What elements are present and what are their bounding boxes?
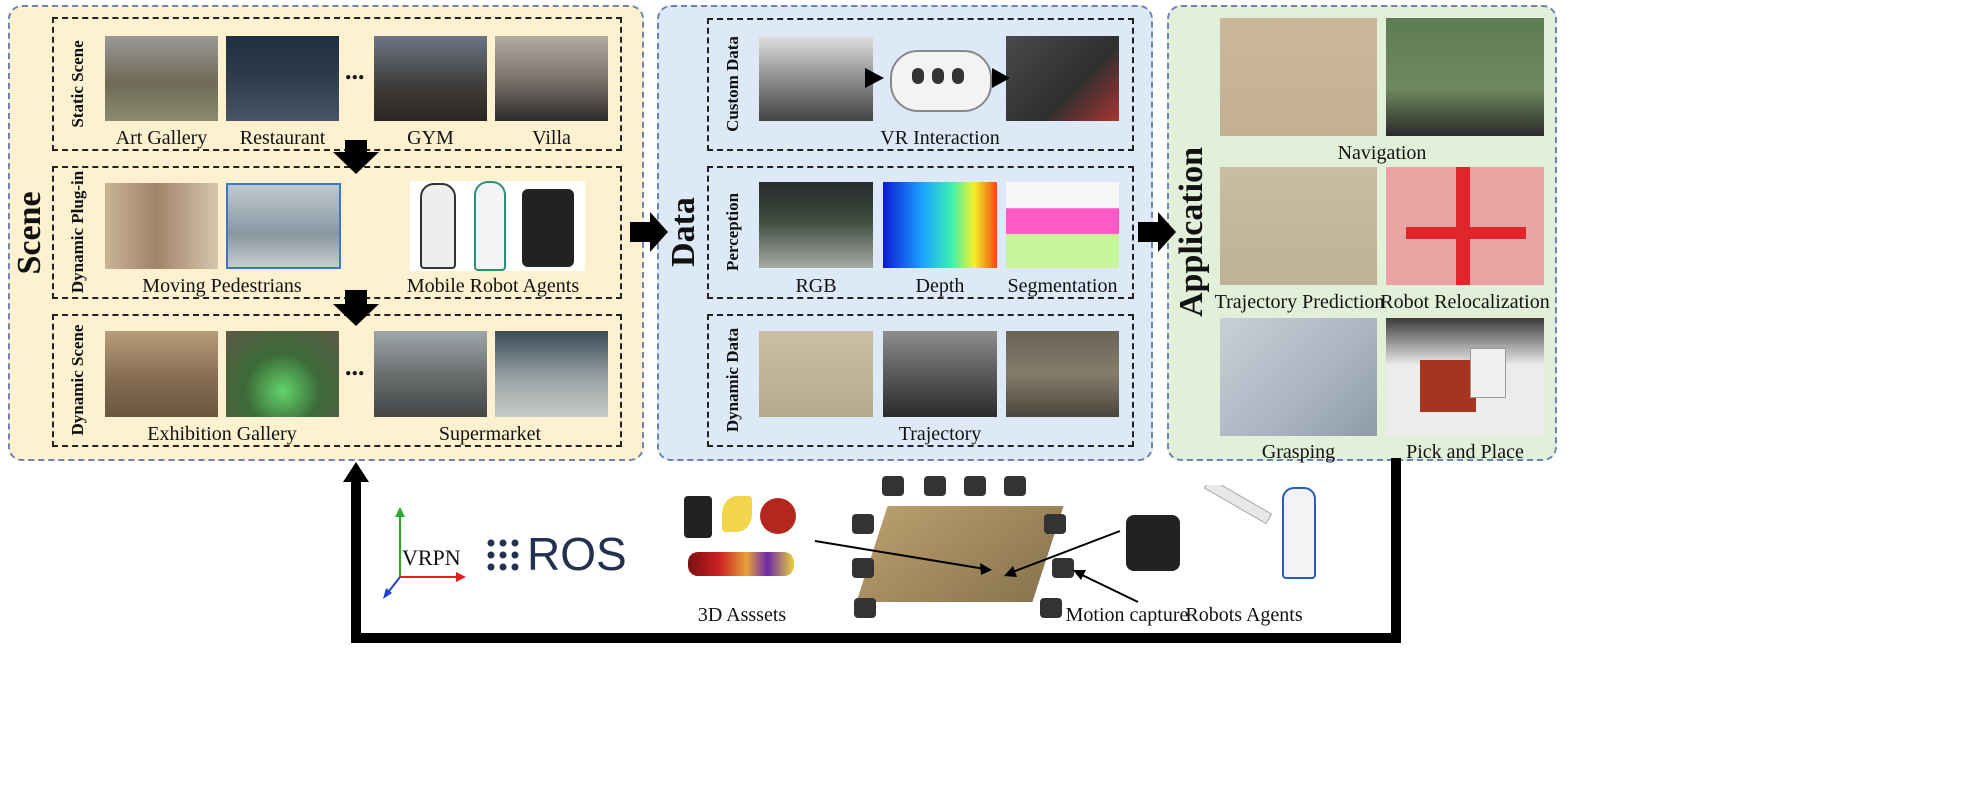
pick-and-place-image <box>1386 318 1544 436</box>
trajectory-image-2 <box>883 331 997 417</box>
caption-trajectory-prediction: Trajectory Prediction <box>1214 291 1385 313</box>
down-arrow-2 <box>333 290 379 326</box>
trajectory-prediction-image <box>1220 167 1377 285</box>
robot-relocalization-image <box>1386 167 1544 285</box>
caption-supermarket: Supermarket <box>438 423 542 445</box>
dynamic-plugin-box <box>52 166 622 299</box>
down-arrow-1 <box>333 140 379 174</box>
pedestrian-cart-image <box>226 183 341 269</box>
mobile-robot-agents-image <box>410 181 585 271</box>
trajectory-image-3 <box>1006 331 1119 417</box>
caption-gym: GYM <box>407 127 454 149</box>
navigation-image-2 <box>1386 18 1544 136</box>
vrpn-label: VRPN <box>402 545 461 570</box>
exhibition-robot-image <box>226 331 339 417</box>
robots-agents-image <box>1122 485 1322 580</box>
data-to-application-arrow <box>1138 212 1176 252</box>
caption-robot-relocalization: Robot Relocalization <box>1380 291 1550 313</box>
3d-assets-image <box>682 490 802 590</box>
segmentation-image <box>1006 182 1119 268</box>
caption-trajectory: Trajectory <box>898 423 982 445</box>
dynamic-data-box <box>707 314 1134 447</box>
dynamic-scene-box <box>52 314 622 447</box>
motion-capture-scene-image <box>840 472 1076 622</box>
caption-restaurant: Restaurant <box>239 127 326 149</box>
feedback-loop-line <box>351 458 1401 643</box>
caption-robots-agents: Robots Agents <box>1185 604 1303 626</box>
vr-arrow-2 <box>992 68 1010 88</box>
caption-3d-assets: 3D Asssets <box>697 604 787 626</box>
vr-arrow-1 <box>865 68 884 88</box>
scene-to-data-arrow <box>630 212 668 252</box>
caption-grasping: Grasping <box>1261 441 1336 463</box>
caption-vr-interaction: VR Interaction <box>880 127 1000 149</box>
rgb-image <box>759 182 873 268</box>
villa-image <box>495 36 608 121</box>
grasping-image <box>1220 318 1377 436</box>
caption-mobile-robot-agents: Mobile Robot Agents <box>406 275 580 297</box>
custom-data-box <box>707 18 1134 151</box>
caption-depth: Depth <box>915 275 965 297</box>
trajectory-image-1 <box>759 331 873 417</box>
feedback-loop-arrowhead <box>343 462 369 482</box>
navigation-image-1 <box>1220 18 1377 136</box>
static-ellipsis: ... <box>345 56 365 85</box>
caption-motion-capture: Motion capture <box>1065 604 1189 626</box>
dynamic-ellipsis: ... <box>345 352 365 381</box>
vr-objects-image <box>1006 36 1119 121</box>
vrpn-axes-icon <box>383 507 466 599</box>
vr-user-image <box>759 36 873 121</box>
gym-image <box>374 36 487 121</box>
caption-navigation: Navigation <box>1337 142 1427 164</box>
ros-dots-icon <box>487 539 519 571</box>
caption-exhibition-gallery: Exhibition Gallery <box>147 423 297 445</box>
caption-villa: Villa <box>532 127 571 149</box>
restaurant-image <box>226 36 339 121</box>
supermarket-robot-image <box>495 331 608 417</box>
ros-label: ROS <box>527 528 627 580</box>
depth-image <box>883 182 997 268</box>
pedestrian-image <box>105 183 218 269</box>
exhibition-gallery-image <box>105 331 218 417</box>
vr-headset-image <box>886 40 994 120</box>
caption-rgb: RGB <box>795 275 837 297</box>
caption-segmentation: Segmentation <box>1007 275 1118 297</box>
caption-moving-pedestrians: Moving Pedestrians <box>142 275 302 297</box>
caption-art-gallery: Art Gallery <box>115 127 208 149</box>
static-scene-box <box>52 17 622 151</box>
supermarket-aisle-image <box>374 331 487 417</box>
caption-pick-and-place: Pick and Place <box>1406 441 1524 463</box>
perception-box <box>707 166 1134 299</box>
art-gallery-image <box>105 36 218 121</box>
